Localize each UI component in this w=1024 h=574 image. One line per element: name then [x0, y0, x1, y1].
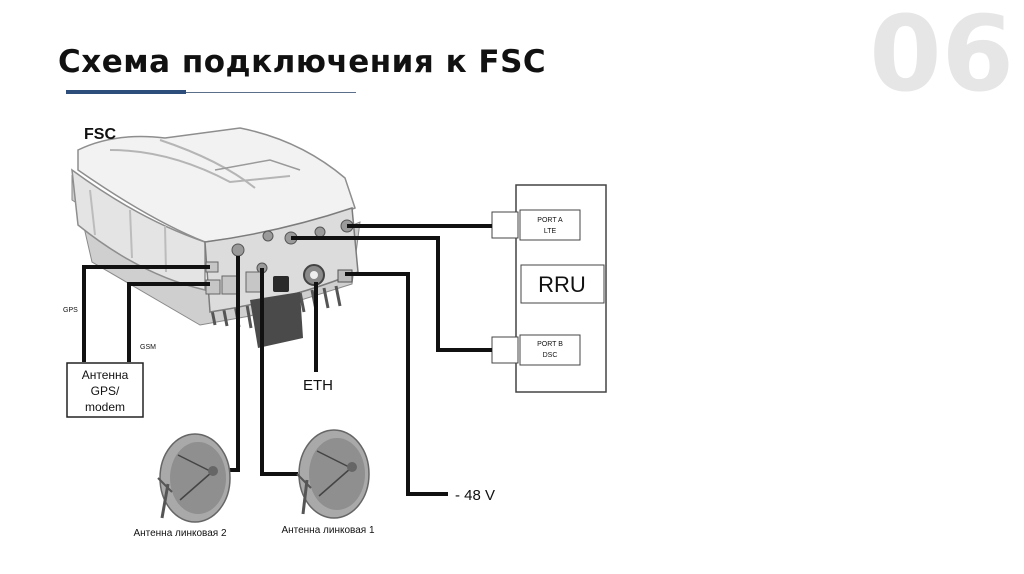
slide-title: Схема подключения к FSC — [58, 44, 547, 80]
wire-gsm — [127, 282, 210, 362]
wire-gps — [82, 265, 210, 362]
dish-antenna-1 — [296, 429, 370, 519]
fsc-device — [71, 127, 361, 348]
rru-unit: PORT A LTE RRU PORT B DSC — [491, 184, 607, 393]
port-b-connector — [491, 336, 519, 364]
title-underline — [66, 92, 356, 93]
gps-label: GPS — [63, 307, 78, 314]
antenna-gps-line-3: modem — [85, 400, 125, 414]
antenna-gps-line-1: Антенна — [82, 368, 129, 382]
power-label: - 48 V — [455, 487, 495, 504]
dish-antenna-2 — [157, 433, 231, 523]
slide-number: 06 — [869, 0, 1014, 115]
device-label: FSC — [84, 126, 116, 143]
dish-2-label: Антенна линковая 2 — [133, 528, 227, 539]
port-a-connector — [491, 211, 519, 239]
port-b-label: PORT B — [537, 341, 563, 348]
gps-modem-antenna: Антенна GPS/ modem — [66, 362, 144, 418]
antenna-gps-line-2: GPS/ — [91, 384, 120, 398]
wire-power — [345, 272, 448, 496]
eth-label: ETH — [303, 377, 333, 394]
port-b-sublabel: DSC — [543, 352, 558, 359]
wire-dish-1 — [260, 268, 298, 476]
wires — [82, 224, 492, 496]
port-a-label: PORT A — [537, 217, 563, 224]
port-b-box — [519, 334, 581, 366]
gsm-label: GSM — [140, 344, 156, 351]
rru-label-box — [520, 264, 605, 304]
rru-label: RRU — [538, 272, 586, 297]
port-a-box — [519, 209, 581, 241]
wire-port-b — [291, 236, 492, 352]
port-a-sublabel: LTE — [544, 228, 557, 235]
dish-1-label: Антенна линковая 1 — [281, 525, 375, 536]
title-underline-accent — [66, 90, 186, 94]
antenna-gps-box — [66, 362, 144, 418]
